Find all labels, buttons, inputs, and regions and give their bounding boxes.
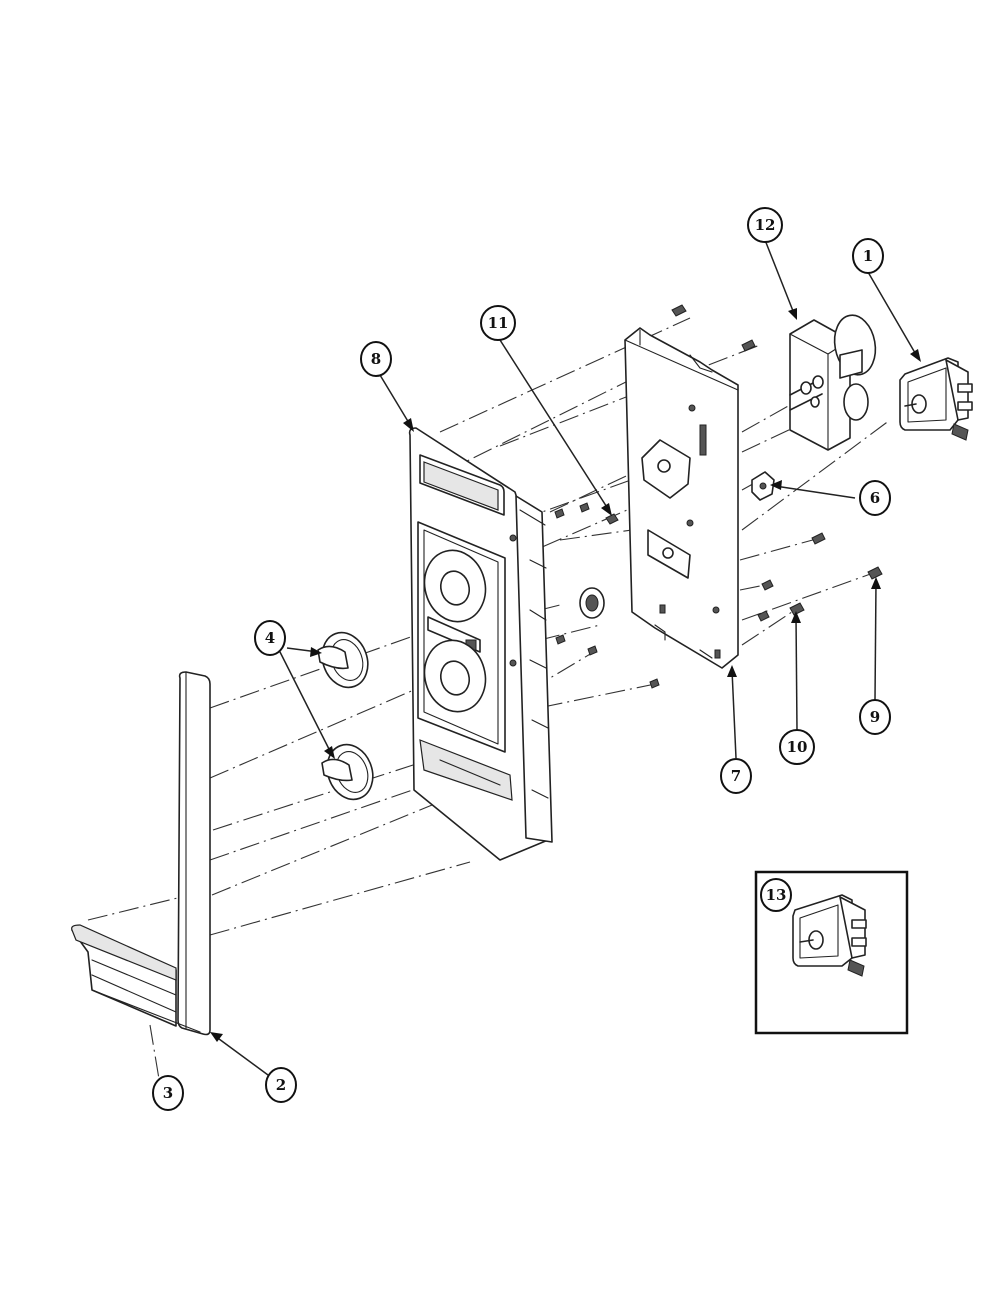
knob-upper-part-4 xyxy=(317,631,369,689)
callout-12-label: 12 xyxy=(755,216,776,234)
switch-part-13 xyxy=(792,894,867,977)
screw-part-11 xyxy=(605,513,619,525)
grommet xyxy=(579,587,605,619)
callout-4: 4 xyxy=(254,620,286,656)
leader-lines xyxy=(210,239,921,1076)
callout-2: 2 xyxy=(265,1067,297,1103)
callout-9-label: 9 xyxy=(870,708,880,726)
screw-part-9 xyxy=(867,566,883,580)
screws xyxy=(554,304,883,689)
callout-9: 9 xyxy=(859,699,891,735)
callout-7-label: 7 xyxy=(731,767,741,785)
callout-4-label: 4 xyxy=(265,629,275,647)
callout-10: 10 xyxy=(779,729,815,765)
callout-13: 13 xyxy=(760,878,792,912)
timer-motor-part-12 xyxy=(789,314,877,451)
control-panel-part-8 xyxy=(408,427,553,861)
plate-part-6 xyxy=(751,471,775,501)
callout-3-label: 3 xyxy=(163,1084,173,1102)
inset-box xyxy=(754,870,909,1035)
callout-10-label: 10 xyxy=(787,738,808,756)
callout-12: 12 xyxy=(747,207,783,243)
callout-1-label: 1 xyxy=(863,247,873,265)
callout-6: 6 xyxy=(859,480,891,516)
side-trim-part-2 xyxy=(71,671,211,1036)
callout-2-label: 2 xyxy=(276,1076,286,1094)
callout-3: 3 xyxy=(152,1075,184,1111)
callout-6-label: 6 xyxy=(870,489,880,507)
callout-11-label: 11 xyxy=(488,314,509,332)
mounting-bracket-part-7 xyxy=(624,327,739,669)
switch-part-1 xyxy=(899,357,973,441)
callout-11: 11 xyxy=(480,305,516,341)
callout-8-label: 8 xyxy=(371,350,381,368)
callout-7: 7 xyxy=(720,758,752,794)
screw-part-10 xyxy=(789,602,805,616)
callout-13-label: 13 xyxy=(766,886,787,904)
callout-1: 1 xyxy=(852,238,884,274)
callout-8: 8 xyxy=(360,341,392,377)
knob-lower-part-4 xyxy=(321,743,374,801)
